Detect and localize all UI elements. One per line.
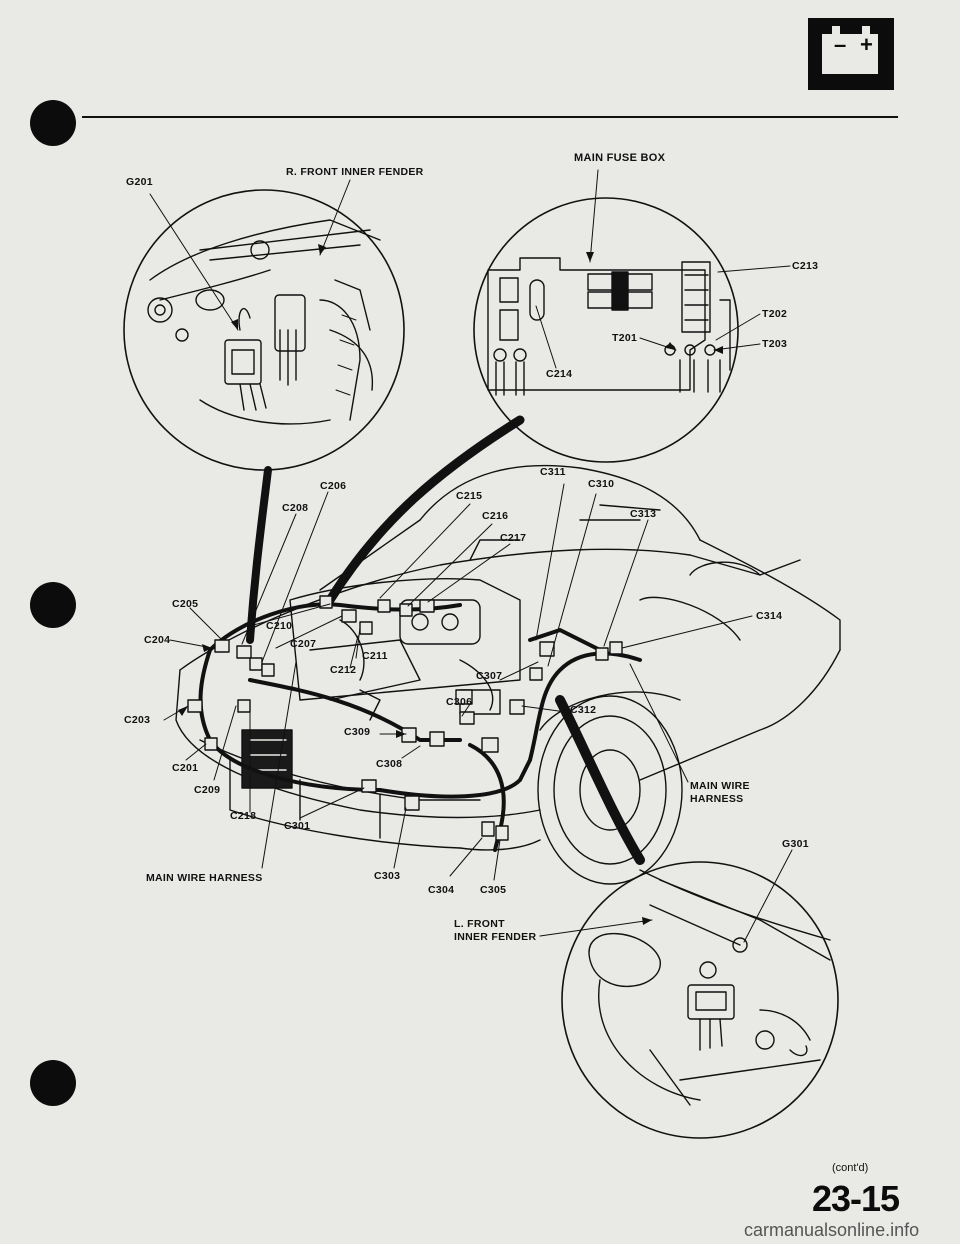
label-c216: C216 [482, 510, 509, 522]
binder-hole-middle [30, 582, 76, 628]
label-c314: C314 [756, 610, 783, 622]
car-body-outline [175, 464, 841, 885]
label-c306: C306 [446, 696, 473, 708]
label-c304: C304 [428, 884, 455, 896]
label-c203: C203 [124, 714, 151, 726]
detail-circle-r-front-inner-fender [123, 189, 405, 471]
harness-to-fuse-box-detail [325, 415, 525, 605]
label-main-fuse-box: MAIN FUSE BOX [574, 152, 666, 164]
label-main-wire-harness-right-line1: MAIN WIRE [690, 780, 750, 792]
label-c218: C218 [230, 810, 257, 822]
label-c207: C207 [290, 638, 317, 650]
label-t201: T201 [612, 332, 638, 344]
label-c208: C208 [282, 502, 309, 514]
label-c312: C312 [570, 704, 597, 716]
detail-circle-main-fuse-box [473, 197, 739, 463]
label-c310: C310 [588, 478, 615, 490]
binder-hole-bottom [30, 1060, 76, 1106]
label-c210: C210 [266, 620, 293, 632]
label-c201: C201 [172, 762, 199, 774]
label-c303: C303 [374, 870, 401, 882]
battery-section-icon: – + [808, 18, 894, 90]
header-rule [82, 116, 898, 118]
label-c214: C214 [546, 368, 573, 380]
label-c311: C311 [540, 466, 566, 478]
label-c205: C205 [172, 598, 199, 610]
label-g301: G301 [782, 838, 809, 850]
label-c206: C206 [320, 480, 347, 492]
label-c313: C313 [630, 508, 657, 520]
battery-plus-symbol: + [860, 32, 873, 57]
harness-to-l-fender-detail [555, 695, 645, 865]
label-main-wire-harness-right-line2: HARNESS [690, 793, 744, 805]
label-c308: C308 [376, 758, 403, 770]
page-number: 23-15 [812, 1178, 900, 1219]
label-r-front-inner-fender: R. FRONT INNER FENDER [286, 166, 424, 178]
label-c204: C204 [144, 634, 171, 646]
source-watermark[interactable]: carmanualsonline.info [744, 1220, 920, 1240]
detail-circle-l-front-inner-fender [561, 861, 839, 1139]
binder-hole-top [30, 100, 76, 146]
label-t202: T202 [762, 308, 788, 320]
label-c307: C307 [476, 670, 503, 682]
label-c212: C212 [330, 664, 357, 676]
label-l-front-inner-fender-line1: L. FRONT [454, 918, 505, 930]
continued-note: (cont'd) [832, 1162, 869, 1174]
label-c215: C215 [456, 490, 483, 502]
harness-to-r-fender-detail [246, 466, 272, 644]
label-c211: C211 [362, 650, 388, 662]
label-c301: C301 [284, 820, 311, 832]
engine-compartment [289, 578, 521, 721]
label-c309: C309 [344, 726, 371, 738]
label-c209: C209 [194, 784, 221, 796]
label-l-front-inner-fender-line2: INNER FENDER [454, 931, 537, 943]
connectors [187, 595, 623, 841]
battery-minus-symbol: – [834, 32, 847, 57]
label-c305: C305 [480, 884, 507, 896]
label-main-wire-harness-left: MAIN WIRE HARNESS [146, 872, 263, 884]
label-c213: C213 [792, 260, 819, 272]
arrow-heads [178, 244, 723, 925]
label-g201: G201 [126, 176, 153, 188]
label-c217: C217 [500, 532, 527, 544]
label-t203: T203 [762, 338, 788, 350]
